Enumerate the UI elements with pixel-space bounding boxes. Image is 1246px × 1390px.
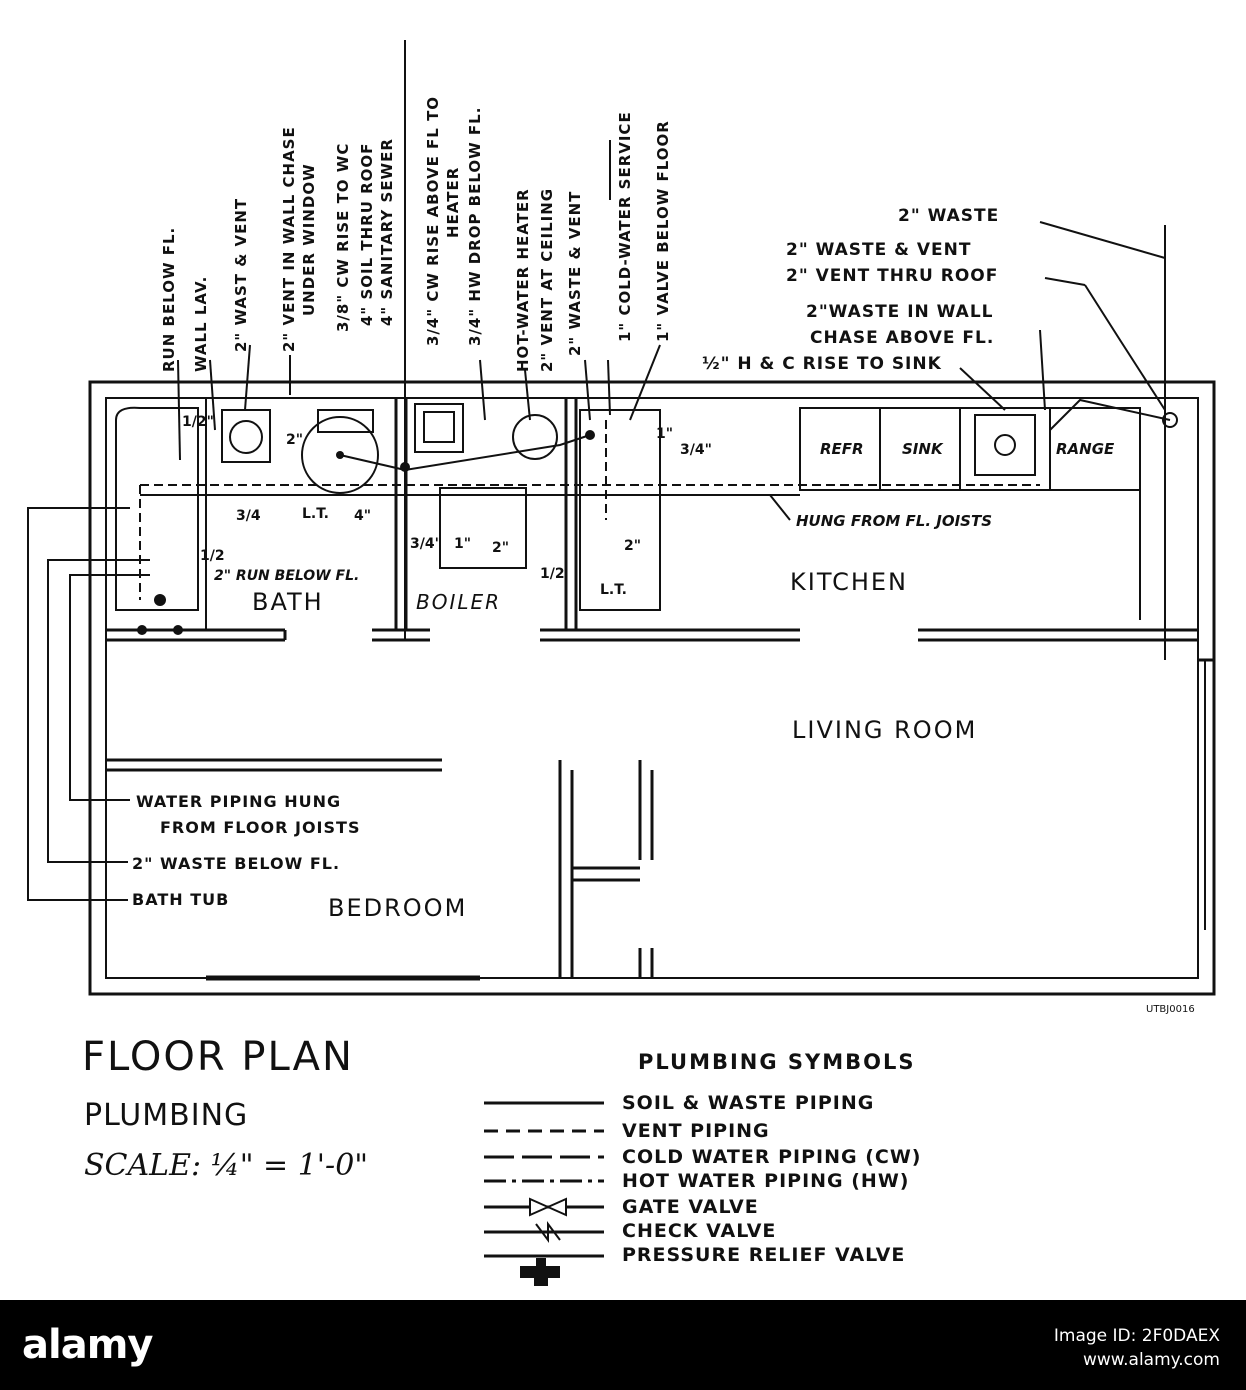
site-url: www.alamy.com bbox=[1082, 1350, 1220, 1370]
outer-wall bbox=[88, 380, 1216, 996]
size-half-3: 1/2 bbox=[200, 548, 225, 564]
callout-hc-rise: ½" H & C RISE TO SINK bbox=[702, 354, 942, 374]
image-id-label: Image ID: 2F0DAEX bbox=[1053, 1326, 1220, 1346]
fixture-lt-bath: L.T. bbox=[302, 506, 329, 522]
callout-run-below: 2" RUN BELOW FL. bbox=[214, 568, 360, 584]
title-scale: SCALE: ¼" = 1'-0" bbox=[84, 1148, 369, 1183]
fixture-refr: REFR bbox=[820, 440, 864, 458]
size-threequarter-3: 3/4" bbox=[680, 442, 712, 458]
drawing-code: UTBJ0016 bbox=[1146, 1004, 1195, 1015]
callout-water-piping: WATER PIPING HUNG bbox=[136, 792, 342, 811]
callout-vent-roof-2: 2" VENT THRU ROOF bbox=[786, 266, 999, 286]
label-vent-ceiling: 2" VENT AT CEILING bbox=[538, 187, 556, 372]
callout-bath-tub: BATH TUB bbox=[132, 890, 230, 909]
legend-gate-valve-symbol bbox=[529, 1197, 567, 1217]
label-waste-vent: 2" WASTE & VENT bbox=[566, 190, 584, 356]
room-living: LIVING ROOM bbox=[792, 716, 978, 744]
fixture-lt-right: L.T. bbox=[600, 582, 627, 598]
label-soil-thru-roof: 4" SOIL THRU ROOF bbox=[358, 142, 376, 326]
callout-waste-vent-2: 2" WASTE & VENT bbox=[786, 240, 972, 260]
size-half-1: 1/2" bbox=[182, 414, 214, 430]
label-cw-rise-wc: 3/8" CW RISE TO WC bbox=[334, 142, 352, 332]
legend-check-valve-symbol bbox=[535, 1221, 561, 1243]
callout-waste-below: 2" WASTE BELOW FL. bbox=[132, 854, 341, 873]
legend-relief-valve: PRESSURE RELIEF VALVE bbox=[622, 1244, 906, 1266]
legend-vent: VENT PIPING bbox=[622, 1120, 770, 1142]
label-run-below-fl: RUN BELOW FL. bbox=[160, 226, 178, 372]
legend-hot-water: HOT WATER PIPING (HW) bbox=[622, 1170, 910, 1192]
callout-chase-above: CHASE ABOVE FL. bbox=[810, 328, 995, 348]
legend-title: PLUMBING SYMBOLS bbox=[638, 1050, 916, 1074]
title-plumbing: PLUMBING bbox=[84, 1098, 249, 1133]
room-kitchen: KITCHEN bbox=[790, 568, 908, 596]
label-wast-vent: 2" WAST & VENT bbox=[232, 197, 250, 352]
label-sanitary-sewer: 4" SANITARY SEWER bbox=[378, 138, 396, 326]
room-bedroom: BEDROOM bbox=[328, 894, 468, 922]
legend-relief-valve-symbol bbox=[520, 1266, 560, 1278]
label-cold-water-service: 1" COLD-WATER SERVICE bbox=[616, 111, 634, 342]
size-four: 4" bbox=[354, 508, 372, 524]
callout-hung-joists: HUNG FROM FL. JOISTS bbox=[796, 512, 992, 530]
label-wall-lav: WALL LAV. bbox=[192, 275, 210, 372]
size-two-3: 2" bbox=[624, 538, 642, 554]
size-one-1: 1" bbox=[454, 536, 472, 552]
size-threequarter-2: 3/4" bbox=[410, 536, 442, 552]
legend-gate-valve: GATE VALVE bbox=[622, 1196, 759, 1218]
title-floor-plan: FLOOR PLAN bbox=[82, 1034, 354, 1080]
room-boiler: BOILER bbox=[416, 590, 502, 614]
size-threequarter-1: 3/4 bbox=[236, 508, 261, 524]
label-heater: HEATER bbox=[444, 166, 462, 238]
legend-check-valve: CHECK VALVE bbox=[622, 1220, 777, 1242]
size-two-2: 2" bbox=[492, 540, 510, 556]
label-hw-drop: 3/4" HW DROP BELOW FL. bbox=[466, 106, 484, 346]
size-one-2: 1" bbox=[656, 426, 674, 442]
size-two-1: 2" bbox=[286, 432, 304, 448]
alamy-logo: alamy bbox=[22, 1322, 153, 1368]
label-cw-rise-heater: 3/4" CW RISE ABOVE FL TO bbox=[424, 95, 442, 346]
bath-wall bbox=[105, 397, 207, 631]
fixture-range: RANGE bbox=[1056, 440, 1115, 458]
floor-plan-drawing bbox=[27, 40, 1216, 1286]
label-under-window: UNDER WINDOW bbox=[300, 163, 318, 316]
label-hot-water-heater: HOT-WATER HEATER bbox=[514, 188, 532, 372]
callout-waste-wall: 2"WASTE IN WALL bbox=[806, 302, 994, 322]
legend-cold-water: COLD WATER PIPING (CW) bbox=[622, 1146, 922, 1168]
callout-from-joists: FROM FLOOR JOISTS bbox=[160, 818, 361, 837]
fixture-sink: SINK bbox=[902, 440, 943, 458]
callout-waste-2: 2" WASTE bbox=[898, 206, 1000, 226]
watermark-footer: alamy Image ID: 2F0DAEX www.alamy.com bbox=[0, 1300, 1246, 1390]
legend-soil-waste: SOIL & WASTE PIPING bbox=[622, 1092, 875, 1114]
label-valve-below-floor: 1" VALVE BELOW FLOOR bbox=[654, 120, 672, 342]
drawing-sheet: RUN BELOW FL. WALL LAV. 2" WAST & VENT 2… bbox=[27, 40, 1216, 1286]
size-half-2: 1/2 bbox=[540, 566, 565, 582]
image-id-block: Image ID: 2F0DAEX www.alamy.com bbox=[1054, 1324, 1220, 1372]
label-vent-wall-chase: 2" VENT IN WALL CHASE bbox=[280, 126, 298, 352]
room-bath: BATH bbox=[252, 588, 324, 616]
